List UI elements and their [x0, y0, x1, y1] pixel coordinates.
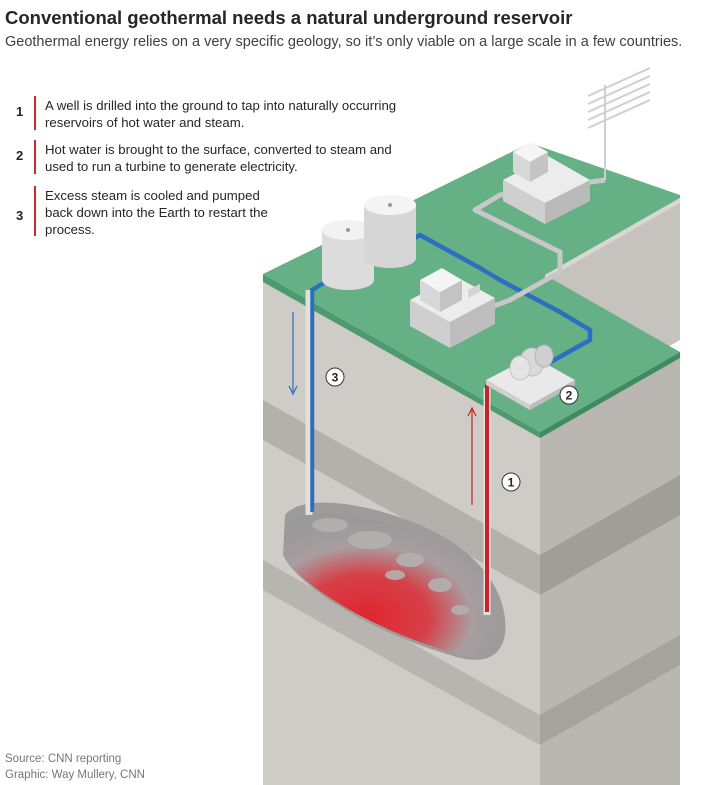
step-accent-bar	[34, 186, 36, 236]
step-text: A well is drilled into the ground to tap…	[45, 98, 397, 130]
transmission-tower	[587, 67, 651, 180]
rock-stratum-upper-side	[540, 475, 680, 595]
step-accent-bar	[34, 96, 36, 130]
surface-side-edge	[540, 352, 680, 438]
steam-pipe	[469, 177, 606, 318]
rock-stratum-upper	[263, 400, 540, 595]
step-number: 3	[16, 208, 24, 223]
cooling-building	[503, 142, 590, 224]
surface-inner-edge	[545, 198, 680, 280]
power-plant-building	[410, 268, 495, 348]
upflow-arrow	[467, 406, 477, 505]
steam-pockets	[312, 518, 469, 615]
callout-label: 2	[566, 389, 573, 403]
storage-tanks	[322, 195, 416, 290]
callout-turbine: 2	[559, 385, 579, 405]
page-title: Conventional geothermal needs a natural …	[5, 7, 573, 28]
callout-label: 3	[332, 371, 339, 385]
step-accent-bar	[34, 140, 36, 174]
step-text: Excess steam is cooled and pumped back d…	[45, 188, 268, 237]
downflow-arrow	[288, 312, 298, 396]
surface-front-edge	[263, 274, 540, 438]
rock-stratum-lower-side	[540, 635, 680, 745]
page-subtitle: Geothermal energy relies on a very speci…	[5, 34, 683, 50]
credit-note: Graphic: Way Mullery, CNN	[5, 769, 145, 781]
source-note: Source: CNN reporting	[5, 753, 122, 765]
callout-injection: 3	[325, 367, 345, 387]
rock-stratum-lower	[263, 560, 540, 745]
step-text: Hot water is brought to the surface, con…	[45, 142, 392, 174]
callout-well: 1	[501, 472, 521, 492]
step-number: 1	[16, 104, 24, 119]
hot-reservoir	[284, 512, 501, 658]
step-number: 2	[16, 148, 24, 163]
callout-label: 1	[508, 476, 515, 490]
